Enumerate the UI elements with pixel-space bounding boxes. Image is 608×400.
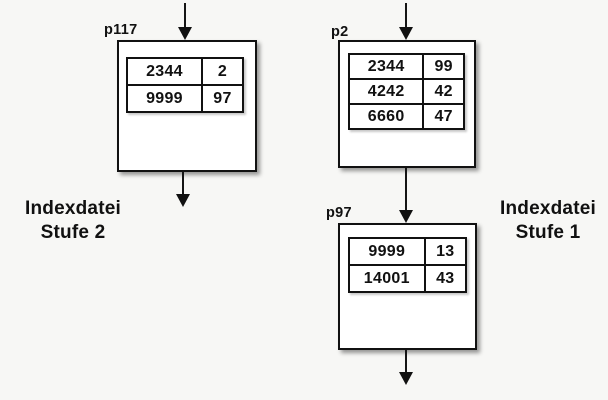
table-row: 14001 43 — [350, 264, 465, 291]
arrow-out-of-p97 — [399, 350, 413, 385]
table-row: 2344 2 — [128, 59, 242, 84]
table-row: 6660 47 — [350, 103, 463, 128]
table-row: 4242 42 — [350, 78, 463, 103]
key-cell: 2344 — [146, 62, 183, 80]
arrow-p2-to-p97 — [399, 168, 413, 223]
node-box-p2: 2344 99 4242 42 6660 47 — [338, 40, 476, 168]
key-cell: 4242 — [367, 82, 405, 100]
arrow-stem — [182, 172, 184, 194]
node-box-p97: 9999 13 14001 43 — [338, 223, 477, 350]
pointer-cell: 42 — [422, 80, 463, 103]
pointer-cell: 2 — [200, 59, 242, 84]
node-label-p97: p97 — [326, 205, 352, 221]
arrow-down-icon — [399, 210, 413, 223]
pointer-cell: 43 — [423, 266, 465, 291]
node-label-p117: p117 — [104, 22, 138, 38]
pointer-cell: 99 — [422, 55, 463, 78]
caption-indexdatei-stufe-1: Indexdatei Stufe 1 — [486, 197, 608, 245]
caption-line: Indexdatei — [500, 198, 596, 219]
arrow-down-icon — [399, 27, 413, 40]
key-cell: 6660 — [367, 107, 405, 125]
arrow-into-p117 — [178, 3, 192, 40]
pointer-cell: 13 — [423, 239, 465, 264]
caption-line: Stufe 1 — [515, 222, 581, 243]
pointer-cell: 97 — [200, 86, 242, 111]
caption-line: Indexdatei — [25, 198, 121, 219]
table-row: 2344 99 — [350, 55, 463, 78]
table-row: 9999 13 — [350, 239, 465, 264]
caption-line: Stufe 2 — [40, 222, 106, 243]
arrow-down-icon — [178, 27, 192, 40]
arrow-stem — [405, 3, 407, 27]
node-label-p2: p2 — [331, 24, 349, 40]
arrow-into-p2 — [399, 3, 413, 40]
key-cell: 9999 — [368, 242, 406, 260]
arrow-out-of-p117 — [176, 172, 190, 207]
arrow-down-icon — [176, 194, 190, 207]
node-box-p117: 2344 2 9999 97 — [117, 40, 257, 172]
key-pointer-table-p2: 2344 99 4242 42 6660 47 — [348, 53, 465, 130]
arrow-stem — [405, 168, 407, 210]
caption-indexdatei-stufe-2: Indexdatei Stufe 2 — [10, 197, 136, 245]
arrow-down-icon — [399, 372, 413, 385]
key-pointer-table-p97: 9999 13 14001 43 — [348, 237, 467, 293]
key-pointer-table-p117: 2344 2 9999 97 — [126, 57, 244, 113]
arrow-stem — [405, 350, 407, 372]
table-row: 9999 97 — [128, 84, 242, 111]
pointer-cell: 47 — [422, 105, 463, 128]
arrow-stem — [184, 3, 186, 27]
key-cell: 2344 — [367, 57, 405, 75]
key-cell: 14001 — [363, 269, 410, 287]
key-cell: 9999 — [146, 89, 183, 107]
